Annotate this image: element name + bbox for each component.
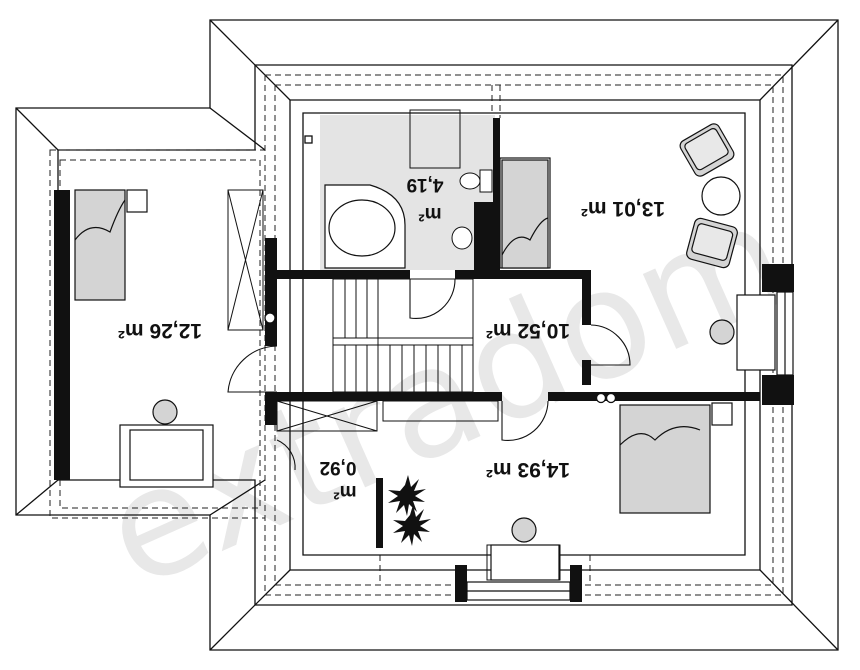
doors xyxy=(227,278,631,471)
area-label-bathroom-unit: m² xyxy=(418,203,441,224)
washbasin xyxy=(451,226,473,250)
area-label-hall: 10,52 m² xyxy=(486,319,570,342)
wardrobes xyxy=(227,189,499,432)
outlets xyxy=(264,135,617,404)
area-label-bathroom-value: 4,19 xyxy=(407,174,444,195)
plant-decoration xyxy=(388,475,431,546)
internal-walls xyxy=(54,118,794,602)
area-label-closet-value: 0,92 xyxy=(320,457,357,478)
bed-top-right xyxy=(501,159,549,269)
desks xyxy=(119,294,776,581)
stair-treads xyxy=(344,279,463,392)
bed-left xyxy=(74,189,148,301)
toilet xyxy=(459,169,493,193)
area-label-bedroom-top-right: 13,01 m² xyxy=(581,197,665,220)
windows xyxy=(466,291,794,601)
armchairs xyxy=(679,123,741,269)
area-label-bedroom-bottom: 14,93 m² xyxy=(486,458,570,481)
outer-walls xyxy=(289,99,761,571)
roof-outline xyxy=(15,19,839,651)
bed-bottom-right xyxy=(619,402,733,514)
area-label-closet-unit: m² xyxy=(333,481,356,502)
bathtub xyxy=(324,184,406,269)
area-label-bedroom-left: 12,26 m² xyxy=(118,319,202,342)
